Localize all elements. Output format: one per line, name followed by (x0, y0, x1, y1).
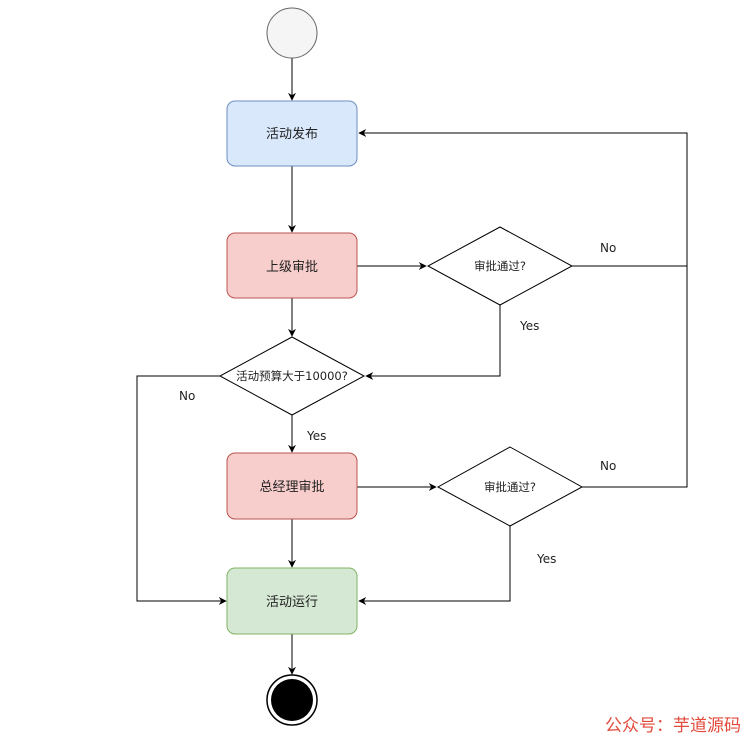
edges (136, 58, 688, 675)
node-gm-review-label: 总经理审批 (259, 480, 324, 495)
label-supervisor-no: No (600, 241, 616, 255)
label-budget-yes: Yes (306, 429, 326, 443)
decision-budget-check[interactable]: 活动预算大于10000? (218, 336, 366, 416)
node-activity-publish[interactable]: 活动发布 (226, 100, 358, 167)
edge-supervisor-yes (365, 305, 501, 380)
node-supervisor-review[interactable]: 上级审批 (226, 232, 358, 299)
watermark-text: 公众号：芋道源码 (605, 716, 741, 736)
edge-supervisor-no-loop (358, 129, 688, 267)
end-node[interactable] (266, 674, 318, 726)
edge-gm-yes (358, 526, 511, 605)
label-gm-no: No (600, 459, 616, 473)
label-budget-no: No (179, 389, 195, 403)
decision-gm-approved-label: 审批通过? (484, 480, 536, 494)
edge-budget-no (136, 375, 227, 605)
edge-gm-no (582, 266, 688, 488)
label-gm-yes: Yes (536, 552, 556, 566)
node-activity-run[interactable]: 活动运行 (226, 567, 358, 635)
decision-supervisor-approved[interactable]: 审批通过? (426, 226, 574, 306)
node-activity-run-label: 活动运行 (266, 595, 318, 610)
node-activity-publish-label: 活动发布 (266, 126, 318, 142)
node-supervisor-review-label: 上级审批 (266, 260, 318, 275)
decision-budget-check-label: 活动预算大于10000? (236, 369, 348, 383)
start-node[interactable] (266, 7, 318, 59)
label-supervisor-yes: Yes (519, 319, 539, 333)
decision-supervisor-approved-label: 审批通过? (474, 259, 526, 273)
node-gm-review[interactable]: 总经理审批 (226, 452, 358, 520)
decision-gm-approved[interactable]: 审批通过? (436, 446, 584, 527)
